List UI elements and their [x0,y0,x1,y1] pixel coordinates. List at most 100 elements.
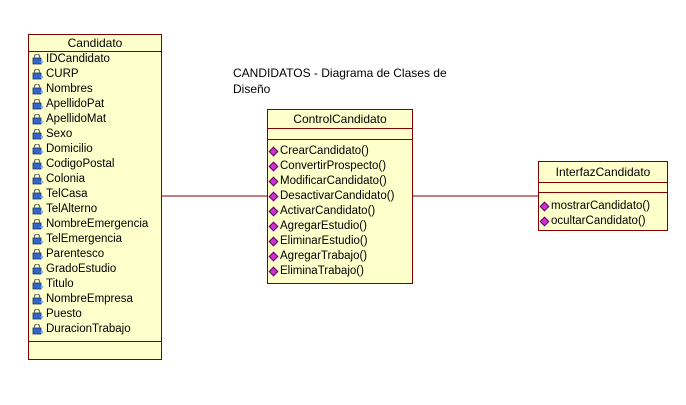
class-name: ControlCandidato [268,110,412,129]
operation-label: AgregarTrabajo() [280,250,368,262]
attribute-item[interactable]: ApellidoMat [29,112,161,127]
attribute-icon [32,69,44,80]
class-name: Candidato [29,35,161,52]
attribute-item[interactable]: IDCandidato [29,52,161,67]
attribute-label: CURP [46,68,79,80]
operation-item[interactable]: mostrarCandidato() [539,199,667,214]
attribute-item[interactable]: TelAlterno [29,202,161,217]
attribute-label: IDCandidato [46,53,110,65]
attribute-item[interactable]: Sexo [29,127,161,142]
attribute-icon [32,54,44,65]
attribute-icon [32,189,44,200]
attribute-icon [32,219,44,230]
attribute-icon [32,264,44,275]
attribute-item[interactable]: CURP [29,67,161,82]
attribute-icon [32,159,44,170]
operation-icon [268,266,279,277]
operation-list: mostrarCandidato() ocultarCandidato() [539,193,667,229]
attribute-label: CodigoPostal [46,158,115,170]
compartment-divider [29,337,161,342]
operation-item[interactable]: DesactivarCandidato() [268,189,412,204]
operation-item[interactable]: EliminaTrabajo() [268,264,412,279]
attribute-item[interactable]: DuracionTrabajo [29,322,161,337]
operation-icon [268,191,279,202]
attribute-item[interactable]: Titulo [29,277,161,292]
operation-item[interactable]: CrearCandidato() [268,144,412,159]
attribute-icon [32,84,44,95]
operation-icon [539,201,550,212]
attribute-item[interactable]: GradoEstudio [29,262,161,277]
attribute-item[interactable]: ApellidoPat [29,97,161,112]
attribute-label: TelEmergencia [46,233,123,245]
attribute-icon [32,249,44,260]
operation-label: CrearCandidato() [280,145,369,157]
operation-icon [268,221,279,232]
attribute-label: TelAlterno [46,203,98,215]
attribute-label: Colonia [46,173,85,185]
attribute-label: ApellidoPat [46,98,105,110]
operation-item[interactable]: EliminarEstudio() [268,234,412,249]
attribute-item[interactable]: Colonia [29,172,161,187]
operation-label: EliminaTrabajo() [280,265,364,277]
operation-icon [268,206,279,217]
attribute-label: DuracionTrabajo [46,323,131,335]
compartment-divider [268,129,412,140]
operation-icon [268,161,279,172]
attribute-label: Parentesco [46,248,105,260]
attribute-item[interactable]: TelCasa [29,187,161,202]
attribute-item[interactable]: Domicilio [29,142,161,157]
operation-list: CrearCandidato() ConvertirProspecto() Modi… [268,140,412,279]
operation-label: ocultarCandidato() [551,215,646,227]
operation-item[interactable]: ActivarCandidato() [268,204,412,219]
attribute-item[interactable]: Puesto [29,307,161,322]
operation-icon [268,251,279,262]
compartment-divider [539,183,667,193]
class-controlcandidato[interactable]: ControlCandidato CrearCandidato() Convert… [267,109,413,284]
attribute-label: Sexo [46,128,73,140]
operation-label: DesactivarCandidato() [280,190,395,202]
operation-item[interactable]: ocultarCandidato() [539,214,667,229]
operation-item[interactable]: AgregarTrabajo() [268,249,412,264]
operation-icon [268,236,279,247]
attribute-icon [32,174,44,185]
attribute-icon [32,144,44,155]
attribute-icon [32,99,44,110]
attribute-icon [32,234,44,245]
operation-label: ModificarCandidato() [280,175,387,187]
operation-item[interactable]: AgregarEstudio() [268,219,412,234]
attribute-label: GradoEstudio [46,263,117,275]
attribute-item[interactable]: NombreEmergencia [29,217,161,232]
attribute-item[interactable]: TelEmergencia [29,232,161,247]
attribute-label: ApellidoMat [46,113,107,125]
attribute-label: NombreEmpresa [46,293,133,305]
attribute-icon [32,294,44,305]
attribute-icon [32,204,44,215]
attribute-icon [32,324,44,335]
attribute-label: Domicilio [46,143,93,155]
attribute-label: TelCasa [46,188,88,200]
operation-icon [539,216,550,227]
class-name: InterfazCandidato [539,162,667,183]
attribute-label: Nombres [46,83,93,95]
operation-label: ActivarCandidato() [280,205,376,217]
attribute-item[interactable]: Parentesco [29,247,161,262]
operation-icon [268,176,279,187]
attribute-icon [32,309,44,320]
operation-label: ConvertirProspecto() [280,160,387,172]
attribute-item[interactable]: NombreEmpresa [29,292,161,307]
operation-item[interactable]: ModificarCandidato() [268,174,412,189]
attribute-icon [32,114,44,125]
attribute-item[interactable]: Nombres [29,82,161,97]
attribute-icon [32,279,44,290]
diagram-title: CANDIDATOS - Diagrama de Clases de Diseñ… [233,66,447,96]
operation-item[interactable]: ConvertirProspecto() [268,159,412,174]
operation-label: AgregarEstudio() [280,220,367,232]
operation-label: mostrarCandidato() [551,200,651,212]
attribute-label: NombreEmergencia [46,218,149,230]
class-interfazcandidato[interactable]: InterfazCandidato mostrarCandidato() ocul… [538,161,668,231]
attribute-icon [32,129,44,140]
attribute-item[interactable]: CodigoPostal [29,157,161,172]
